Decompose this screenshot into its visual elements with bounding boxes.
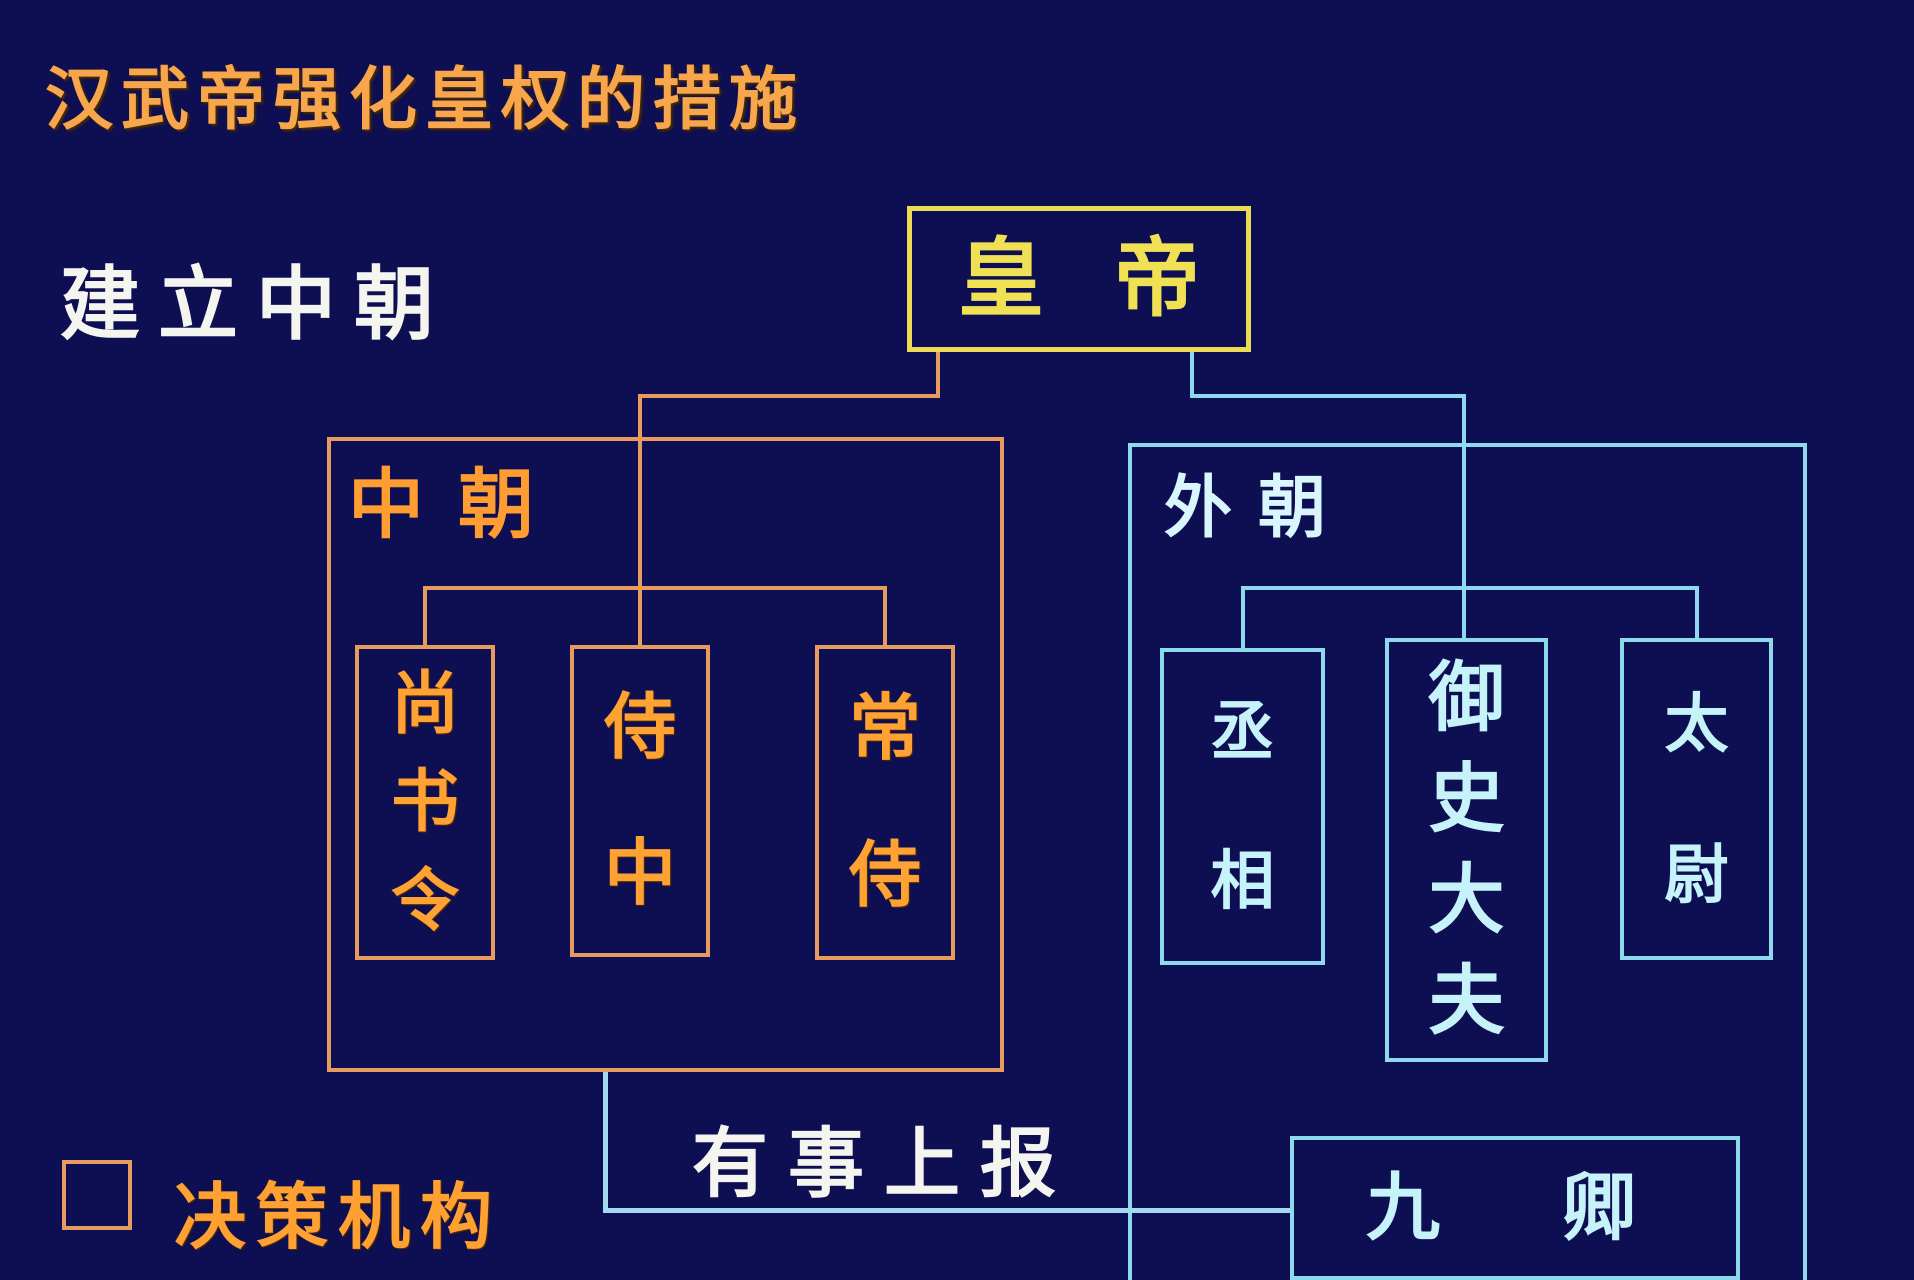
taiwei-char-2: 尉 <box>1664 838 1729 911</box>
shizhong-char-1: 侍 <box>603 688 676 768</box>
changshi-char-1: 常 <box>848 688 921 769</box>
connector-emperor-inner-horizontal <box>638 394 940 398</box>
inner-court-label: 中朝 <box>348 463 568 548</box>
outer-rake-left-drop <box>1241 586 1245 652</box>
outer-box-taiwei: 太 尉 <box>1620 638 1773 960</box>
outer-court-top-border <box>1128 443 1807 447</box>
yushidafu-char-1: 御 <box>1428 655 1505 741</box>
report-line-horizontal <box>603 1208 1292 1213</box>
emperor-char-2: 帝 <box>1114 231 1200 327</box>
report-label: 有事上报 <box>692 1122 1076 1207</box>
emperor-box: 皇 帝 <box>907 206 1251 352</box>
connector-inner-main-drop <box>638 394 642 649</box>
yushidafu-char-3: 大 <box>1428 857 1505 943</box>
inner-rake-left-drop <box>423 586 427 648</box>
nine-ministers-box: 九 卿 <box>1290 1136 1740 1280</box>
chengxiang-char-1: 丞 <box>1210 696 1275 769</box>
outer-rake-right-drop <box>1695 586 1699 642</box>
inner-box-shizhong: 侍 中 <box>570 645 710 957</box>
connector-emperor-outer-drop <box>1190 352 1194 398</box>
shangshuling-char-2: 书 <box>390 764 459 841</box>
inner-box-shangshuling: 尚 书 令 <box>355 645 495 960</box>
shangshuling-char-3: 令 <box>390 862 459 939</box>
outer-box-chengxiang: 丞 相 <box>1160 648 1325 965</box>
jiuqing-char-2: 卿 <box>1562 1166 1636 1249</box>
legend-square-icon <box>62 1160 132 1230</box>
jiuqing-char-1: 九 <box>1366 1166 1440 1249</box>
connector-outer-main-drop <box>1462 394 1466 642</box>
outer-rake-horizontal <box>1241 586 1699 590</box>
outer-court-left-border <box>1128 443 1132 1280</box>
connector-emperor-inner-drop <box>936 352 940 398</box>
inner-rake-horizontal <box>423 586 887 590</box>
inner-court-box <box>327 437 1004 1072</box>
outer-court-right-border <box>1803 443 1807 1280</box>
outer-court-label: 外朝 <box>1164 470 1353 546</box>
taiwei-char-1: 太 <box>1664 687 1729 760</box>
slide-title: 汉武帝强化皇权的措施 <box>45 62 806 138</box>
outer-box-yushidafu: 御 史 大 夫 <box>1385 638 1548 1062</box>
yushidafu-char-2: 史 <box>1428 756 1505 842</box>
inner-box-changshi: 常 侍 <box>815 645 955 960</box>
connector-emperor-outer-horizontal <box>1190 394 1466 398</box>
section-label: 建立中朝 <box>60 260 452 349</box>
changshi-char-2: 侍 <box>848 836 921 917</box>
yushidafu-char-4: 夫 <box>1428 958 1505 1044</box>
inner-rake-right-drop <box>883 586 887 648</box>
shizhong-char-2: 中 <box>603 834 676 914</box>
shangshuling-char-1: 尚 <box>390 666 459 743</box>
report-line-drop <box>603 1072 608 1213</box>
chengxiang-char-2: 相 <box>1210 844 1275 917</box>
legend-label: 决策机构 <box>174 1178 503 1258</box>
emperor-char-1: 皇 <box>958 231 1044 327</box>
